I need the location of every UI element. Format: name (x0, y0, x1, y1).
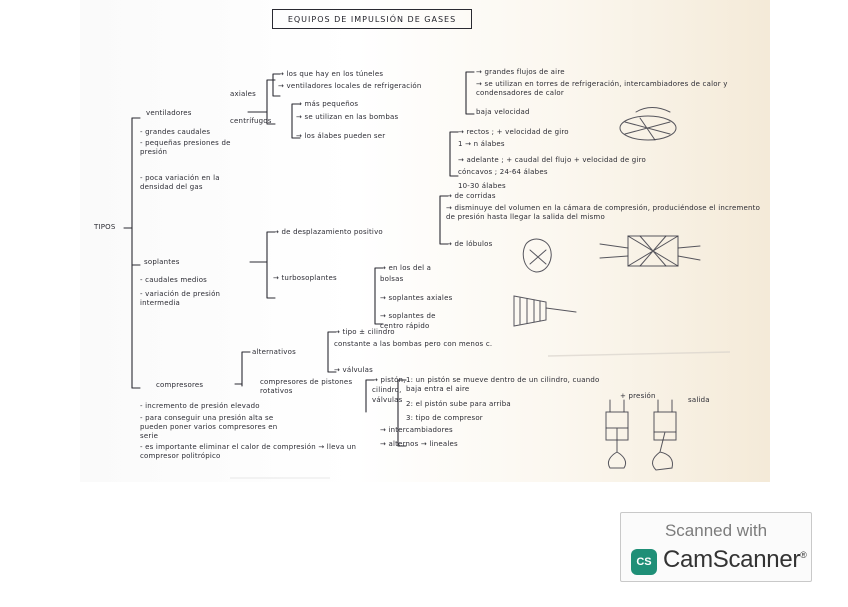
centrifugo-item-2: → se utilizan en las bombas (296, 113, 399, 121)
turbo-detail-1: → en los del a (380, 264, 432, 272)
centrifugo-detail-1: → rectos ; + velocidad de giro (458, 128, 569, 136)
turbo-detail-2: bolsas (380, 275, 404, 283)
axial-fan-sketch (619, 107, 677, 141)
piston-sketch-2 (652, 399, 677, 471)
piston-label: compresores de pistones rotativos (260, 378, 353, 395)
ventiladores-note-1: - grandes caudales (140, 128, 211, 136)
piston-sketch-label-1: + presión (620, 392, 656, 400)
ventiladores-label: ventiladores (146, 109, 192, 117)
piston-bracket (365, 379, 375, 413)
compresores-label: compresores (156, 381, 204, 389)
centrifugo-detail-2: 1 → n álabes (458, 140, 505, 148)
desplazamiento-bracket (439, 195, 449, 245)
lobe-blower-sketch (522, 238, 552, 273)
ventiladores-note-3: - poca variación en la densidad del gas (140, 174, 220, 191)
turbo-fan-sketch (513, 295, 577, 327)
centrifugo-detail-bracket (449, 131, 459, 177)
compresores-note-2: - para conseguir una presión alta se pue… (140, 414, 278, 440)
registered-mark: ® (800, 550, 807, 560)
camscanner-logo-icon: CS (631, 549, 657, 575)
compresores-bracket (234, 351, 251, 387)
piston-sketch-label-2: salida (688, 396, 710, 404)
desplazamiento-detail-2: → disminuye del volumen en la cámara de … (446, 204, 761, 221)
turbo-detail-4: → soplantes de (380, 312, 436, 320)
desplazamiento-detail-3: → de lóbulos (446, 240, 493, 248)
turbo-bracket (374, 267, 384, 325)
axial-detail-3: baja velocidad (476, 108, 530, 116)
axial-bracket (272, 73, 281, 97)
axial-label: axiales (230, 90, 256, 98)
scanned-with-caption: Scanned with (664, 521, 768, 540)
centrifugo-bracket (291, 103, 301, 139)
piston-sketch-1 (605, 399, 629, 469)
compresores-note-3: - es importante eliminar el calor de com… (140, 443, 357, 460)
centrifugo-detail-5: 10-30 álabes (458, 182, 506, 190)
piston-detail-3: válvulas (372, 396, 403, 404)
mind-map-lines (123, 71, 731, 479)
centrifugo-item-1: → más pequeños (296, 100, 359, 108)
alternativos-bracket (327, 331, 337, 373)
centrifugo-detail-3: → adelante ; + caudal del flujo + veloci… (458, 156, 646, 164)
alternativos-detail-1: → tipo ± cilindro (334, 328, 395, 336)
soplantes-note-2: - variación de presión intermedia (140, 290, 221, 307)
axial-detail-2: → se utilizan en torres de refrigeración… (476, 80, 728, 97)
camscanner-name: CamScanner® (663, 546, 807, 574)
centrifugo-item-3: → los álabes pueden ser (296, 132, 386, 140)
turbo-label: → turbosoplantes (273, 274, 337, 282)
centrifugo-detail-4: cóncavos ; 24-64 álabes (458, 168, 548, 176)
axial-item-1: → los que hay en los túneles (278, 70, 384, 78)
page-title: EQUIPOS DE IMPULSIÓN DE GASES (272, 9, 472, 29)
root-label: TIPOS (94, 223, 116, 231)
compresores-note-1: - incremento de presión elevado (140, 402, 260, 410)
scanned-sheet: EQUIPOS DE IMPULSIÓN DE GASES (80, 0, 770, 482)
axial-detail-1: → grandes flujos de aire (476, 68, 565, 76)
screw-compressor-sketch (599, 235, 701, 267)
alternativos-detail-3: → válvulas (334, 366, 373, 374)
ventiladores-note-2: - pequeñas presiones de presión (140, 139, 231, 156)
soplantes-note-1: - caudales medios (140, 276, 208, 284)
axial-detail-bracket (465, 71, 475, 115)
camscanner-badge: Scanned with CS CamScanner® (620, 512, 812, 582)
turbo-detail-5: centro rápido (380, 322, 430, 330)
centrifugo-label: centrífugos (230, 117, 272, 125)
piston-detail-2: cilindro, (372, 386, 402, 394)
axial-item-2: → ventiladores locales de refrigeración (278, 82, 422, 90)
soplantes-bracket (249, 231, 276, 299)
piston-detail-6: 3: tipo de compresor (406, 414, 483, 422)
root-branches (131, 117, 141, 389)
piston-detail-7: → intercambiadores (380, 426, 453, 434)
desplazamiento-detail-1: → de corridas (446, 192, 496, 200)
piston-detail-5: 2: el pistón sube para arriba (406, 400, 511, 408)
alternativos-label: alternativos (252, 348, 296, 356)
camscanner-name-text: CamScanner (663, 546, 801, 573)
desplazamiento-label: → de desplazamiento positivo (273, 228, 383, 236)
piston-detail-1: → pistón, (372, 376, 406, 384)
turbo-detail-3: → soplantes axiales (380, 294, 453, 302)
piston-detail-4: 1: un pistón se mueve dentro de un cilin… (406, 376, 600, 393)
ventiladores-bracket (247, 79, 276, 125)
alternativos-detail-2: constante a las bombas pero con menos c. (334, 340, 493, 348)
soplantes-label: soplantes (144, 258, 180, 266)
piston-detail-8: → alternos → lineales (380, 440, 458, 448)
piston-detail-bracket (397, 379, 407, 447)
